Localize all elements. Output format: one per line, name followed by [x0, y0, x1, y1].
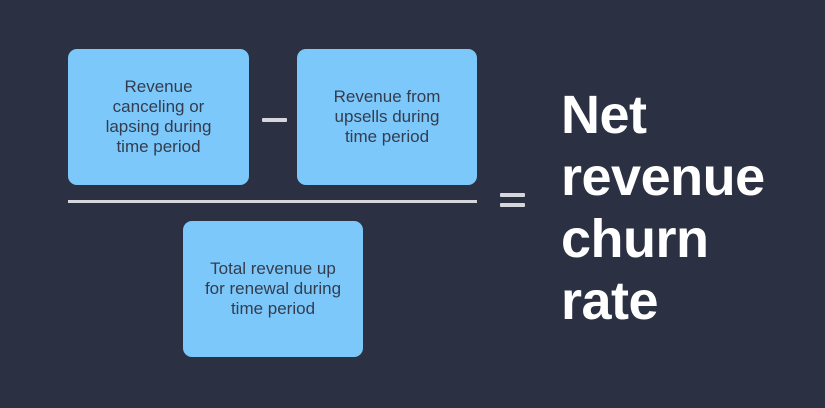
result-title: Net revenue churn rate: [561, 84, 821, 332]
denominator-box: Total revenue up for renewal during time…: [183, 221, 363, 357]
box-text-line: canceling or: [112, 97, 205, 116]
box-text-line: Total revenue up: [210, 259, 336, 278]
numerator-minuend-box: Revenue canceling or lapsing during time…: [68, 49, 249, 185]
box-text-line: Revenue from: [333, 87, 441, 106]
box-text-line: time period: [230, 299, 316, 318]
numerator-subtrahend-box: Revenue from upsells during time period: [297, 49, 477, 185]
box-text-line: upsells during: [334, 107, 440, 126]
box-text-line: lapsing during: [105, 117, 212, 136]
box-text-line: time period: [116, 137, 201, 156]
result-title-line: Net: [561, 85, 647, 145]
box-text-line: time period: [344, 127, 430, 146]
result-title-line: churn: [561, 209, 709, 269]
equals-bar-top: [500, 193, 525, 197]
equals-icon: [500, 193, 525, 207]
box-text-line: for renewal during: [204, 279, 342, 298]
minus-icon: [262, 118, 287, 122]
result-title-line: revenue: [561, 147, 765, 207]
equals-bar-bottom: [500, 203, 525, 207]
result-title-line: rate: [561, 271, 659, 331]
fraction-bar-divider: [68, 200, 477, 203]
box-text-line: Revenue: [124, 77, 193, 96]
